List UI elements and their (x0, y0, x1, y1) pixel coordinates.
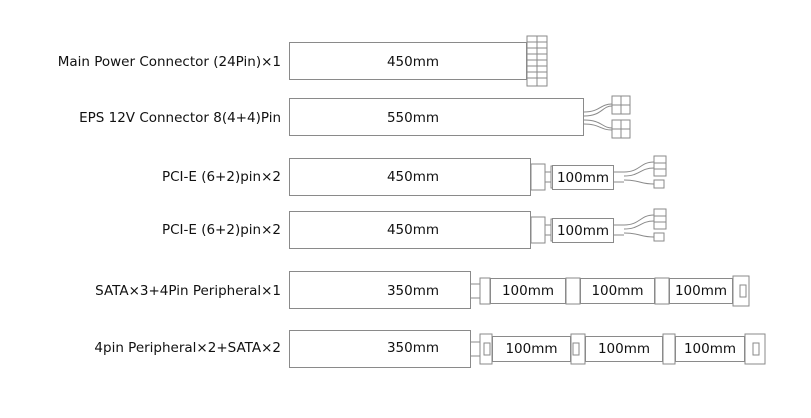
cable-length-sata-peripheral: 350mm (386, 283, 440, 299)
cable-segment: 100mm (552, 218, 614, 243)
cable-body-pcie-2 (289, 211, 531, 249)
cable-label-peripheral-sata: 4pin Peripheral×2+SATA×2 (94, 340, 281, 356)
cable-label-pcie-2: PCI-E (6+2)pin×2 (161, 222, 281, 238)
cable-length-eps: 550mm (386, 110, 440, 126)
cable-label-sata-peripheral: SATA×3+4Pin Peripheral×1 (95, 283, 281, 299)
cable-segment: 100mm (675, 336, 745, 362)
cable-segment: 100mm (585, 336, 663, 362)
cable-segment: 100mm (492, 336, 571, 362)
cable-segment: 100mm (490, 278, 566, 304)
cable-length-pcie-1: 450mm (386, 169, 440, 185)
cable-length-pcie-2: 450mm (386, 222, 440, 238)
cable-body-peripheral-sata (289, 330, 471, 368)
cable-length-peripheral-sata: 350mm (386, 340, 440, 356)
cable-length-24pin: 450mm (386, 54, 440, 70)
cable-segment: 100mm (552, 165, 614, 190)
cable-body-pcie-1 (289, 158, 531, 196)
cable-body-eps (289, 98, 584, 136)
cable-label-24pin: Main Power Connector (24Pin)×1 (57, 54, 281, 70)
cable-body-sata-peripheral (289, 271, 471, 309)
cable-segment: 100mm (580, 278, 655, 304)
cable-label-pcie-1: PCI-E (6+2)pin×2 (161, 169, 281, 185)
cable-label-eps: EPS 12V Connector 8(4+4)Pin (79, 110, 281, 126)
cable-segment: 100mm (669, 278, 733, 304)
